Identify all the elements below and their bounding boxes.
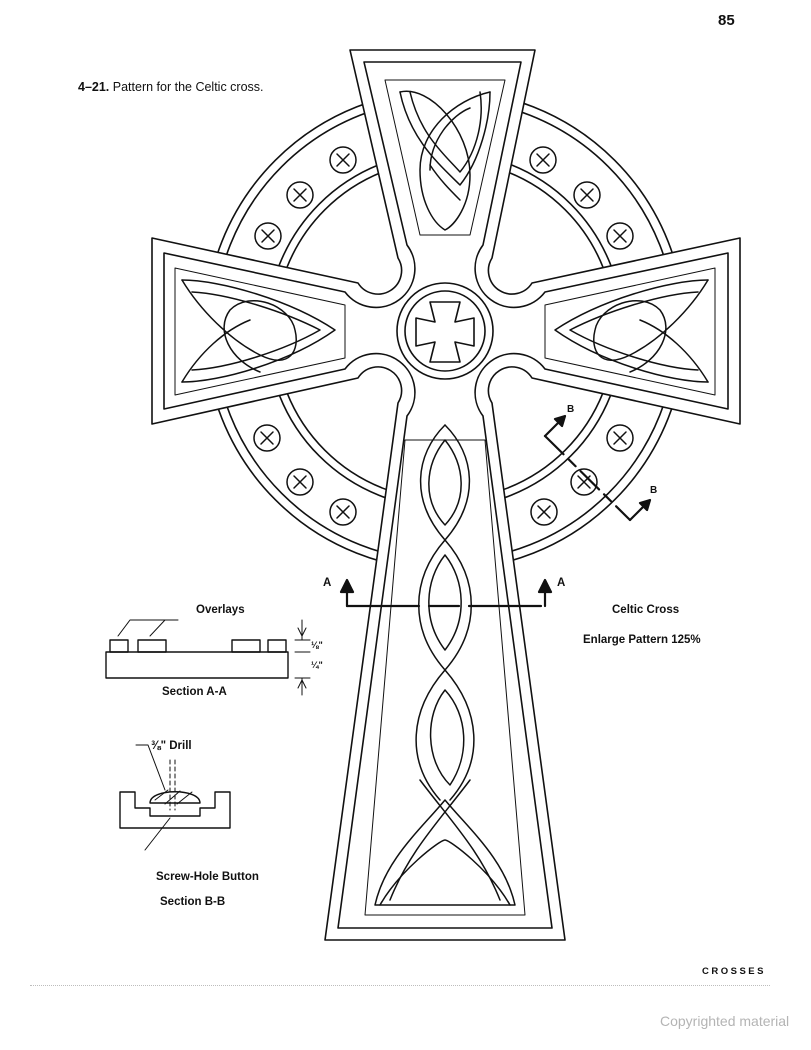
section-marker-b-bottom: B bbox=[650, 485, 658, 496]
screw-hole-button-label: Screw-Hole Button bbox=[156, 871, 259, 883]
copyright-watermark: Copyrighted material bbox=[660, 1013, 790, 1029]
page-number: 85 bbox=[718, 12, 735, 29]
scan-artifact-line bbox=[30, 985, 770, 988]
ring-buttons bbox=[253, 146, 634, 526]
section-aa-detail bbox=[105, 619, 311, 696]
figure-number: 4–21. bbox=[78, 80, 110, 94]
cross-title: Celtic Cross bbox=[612, 604, 680, 616]
section-line-aa bbox=[339, 578, 553, 608]
section-bb-detail bbox=[119, 744, 231, 851]
overlays-label: Overlays bbox=[196, 604, 245, 616]
center-boss bbox=[396, 282, 494, 380]
button-mark bbox=[606, 424, 634, 452]
button-mark bbox=[606, 222, 634, 250]
drill-label: ⅜" Drill bbox=[151, 740, 192, 752]
button-mark bbox=[286, 468, 314, 496]
section-marker-a-right: A bbox=[557, 577, 566, 589]
figure-caption: 4–21. Pattern for the Celtic cross. bbox=[78, 80, 264, 94]
section-aa-title: Section A-A bbox=[162, 686, 227, 698]
cross-inner-outline bbox=[163, 61, 729, 929]
cross-outline bbox=[151, 49, 741, 941]
dimension-top: ⅛" bbox=[311, 640, 323, 650]
button-mark bbox=[530, 498, 558, 526]
section-line-bb bbox=[543, 414, 652, 522]
right-arm-knot bbox=[544, 267, 716, 396]
button-mark bbox=[254, 222, 282, 250]
section-bb-title: Section B-B bbox=[160, 896, 226, 908]
button-mark bbox=[286, 181, 314, 209]
footer-section-title: CROSSES bbox=[702, 966, 766, 977]
shaft-knot bbox=[364, 424, 526, 916]
section-marker-b-top: B bbox=[567, 404, 575, 415]
figure-caption-text: Pattern for the Celtic cross. bbox=[112, 80, 264, 94]
top-arm-knot bbox=[384, 79, 506, 236]
left-arm-knot bbox=[174, 267, 346, 396]
button-mark bbox=[529, 146, 557, 174]
section-marker-a-left: A bbox=[323, 577, 332, 589]
button-mark bbox=[329, 498, 357, 526]
button-mark bbox=[573, 181, 601, 209]
button-mark bbox=[329, 146, 357, 174]
button-mark bbox=[253, 424, 281, 452]
dimension-bottom: ¼" bbox=[311, 660, 323, 670]
enlarge-instruction: Enlarge Pattern 125% bbox=[583, 634, 701, 646]
